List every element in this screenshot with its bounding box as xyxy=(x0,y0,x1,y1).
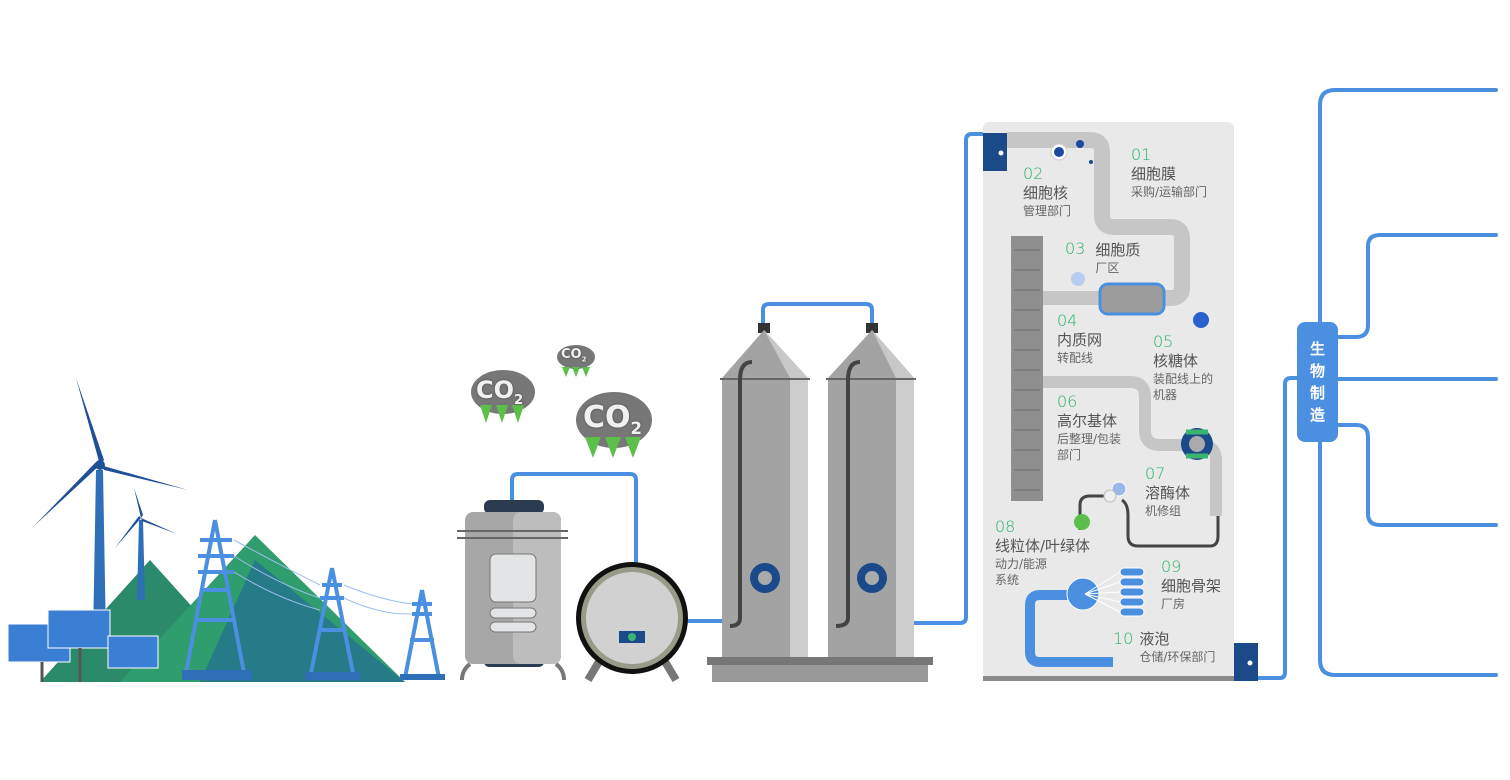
mind-map-branches xyxy=(1318,88,1498,677)
organelle-name: 溶酶体 xyxy=(1145,484,1191,502)
organelle-number: 10 xyxy=(1113,629,1134,648)
organelle-dept: 仓储/环保部门 xyxy=(1139,650,1216,664)
organelle-03: 03 细胞质 厂区 xyxy=(1065,240,1140,276)
organelle-dept: 部门 xyxy=(1057,448,1082,462)
organelle-name: 内质网 xyxy=(1057,331,1103,349)
organelle-name: 核糖体 xyxy=(1153,352,1199,370)
organelle-dept: 装配线上的 xyxy=(1153,372,1214,386)
organelle-number: 02 xyxy=(1023,164,1044,183)
cell-panel xyxy=(983,122,1258,681)
hub-node-bio-manufacturing[interactable]: 生 物 制 造 xyxy=(1297,322,1338,442)
organelle-number: 04 xyxy=(1057,311,1078,330)
organelle-name: 细胞质 xyxy=(1095,241,1141,259)
organelle-name: 线粒体/叶绿体 xyxy=(995,537,1091,555)
wind-turbine-small-icon xyxy=(115,488,177,600)
organelle-dept: 转配线 xyxy=(1057,351,1094,365)
organelle-dept: 厂区 xyxy=(1095,261,1120,275)
bioreactor-towers xyxy=(707,323,933,682)
organelle-dept: 机修组 xyxy=(1145,504,1182,518)
organelle-04: 04 内质网 转配线 xyxy=(1057,312,1102,366)
hub-char: 制 xyxy=(1309,384,1325,402)
organelle-name: 细胞膜 xyxy=(1131,165,1177,183)
hub-char: 造 xyxy=(1309,406,1325,424)
organelle-number: 01 xyxy=(1131,145,1152,164)
hub-char: 物 xyxy=(1309,362,1325,380)
co2-label: CO2 xyxy=(476,376,524,408)
organelle-name: 高尔基体 xyxy=(1057,412,1118,430)
organelle-dept: 系统 xyxy=(995,573,1020,587)
organelle-01: 01 细胞膜 采购/运输部门 xyxy=(1131,146,1207,200)
organelle-10: 10 液泡 仓储/环保部门 xyxy=(1113,629,1215,665)
organelle-number: 03 xyxy=(1065,239,1086,258)
organelle-07: 07 溶酶体 机修组 xyxy=(1145,465,1190,519)
organelle-name: 液泡 xyxy=(1139,630,1170,648)
organelle-dept: 机器 xyxy=(1153,388,1178,402)
organelle-number: 06 xyxy=(1057,392,1078,411)
organelle-09: 09 细胞骨架 厂房 xyxy=(1161,558,1221,612)
organelle-name: 细胞核 xyxy=(1023,184,1069,202)
organelle-number: 07 xyxy=(1145,464,1166,483)
storage-tank xyxy=(457,500,568,681)
co2-clouds xyxy=(471,345,652,458)
hub-char: 生 xyxy=(1309,340,1325,358)
power-pylons-icon xyxy=(182,519,445,680)
organelle-dept: 后整理/包装 xyxy=(1057,432,1122,446)
organelle-number: 08 xyxy=(995,517,1016,536)
fermenter-drum xyxy=(576,562,688,683)
organelle-dept: 厂房 xyxy=(1161,597,1186,611)
organelle-08: 08 线粒体/叶绿体 动力/能源 系统 xyxy=(995,518,1090,588)
co2-label: CO2 xyxy=(583,400,643,438)
organelle-name: 细胞骨架 xyxy=(1161,577,1222,595)
organelle-05: 05 核糖体 装配线上的 机器 xyxy=(1153,333,1213,403)
co2-label: CO2 xyxy=(561,347,587,364)
organelle-06: 06 高尔基体 后整理/包装 部门 xyxy=(1057,393,1121,463)
wind-turbine-icon xyxy=(33,378,188,640)
organelle-number: 05 xyxy=(1153,332,1174,351)
organelle-dept: 动力/能源 xyxy=(995,557,1048,571)
organelle-02: 02 细胞核 管理部门 xyxy=(1023,165,1071,219)
organelle-number: 09 xyxy=(1161,557,1182,576)
pipes xyxy=(510,132,1297,680)
organelle-dept: 管理部门 xyxy=(1023,204,1072,218)
solar-panels-icon xyxy=(7,609,159,682)
organelle-dept: 采购/运输部门 xyxy=(1131,185,1208,199)
